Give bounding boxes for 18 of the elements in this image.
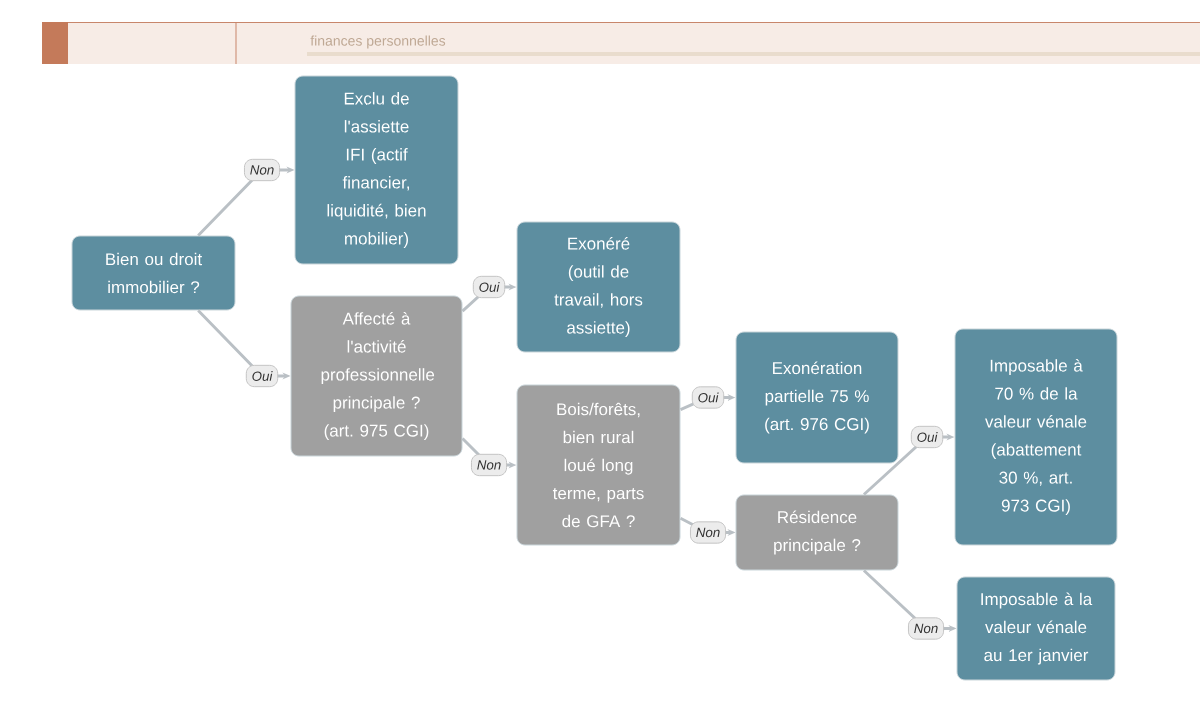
edge-label: Non	[243, 158, 281, 182]
question-box: Bien ou droit immobilier ?	[71, 235, 236, 311]
question-box: Bois/forêts, bien rural loué long terme, parts de GFA ?	[516, 384, 681, 546]
tagline: finances personnelles	[310, 35, 446, 49]
result-box: Imposable à 70 % de la valeur vénale (abattement 30 %, art. 973 CGI)	[954, 328, 1118, 546]
edge-label: Non	[470, 453, 508, 477]
edge-label: Oui	[910, 425, 944, 449]
question-box: Affecté à l'activité professionnelle principale ? (art. 975 CGI)	[290, 295, 463, 457]
edge-label: Oui	[691, 386, 725, 409]
edge-label: Non	[907, 617, 945, 640]
edge-label: Non	[689, 521, 727, 544]
result-box: Exonération partielle 75 % (art. 976 CGI)	[735, 331, 899, 464]
result-box: Exonéré (outil de travail, hors assiette)	[516, 221, 681, 353]
result-box: Exclu de l'assiette IFI (actif financier, liquidité, bien mobilier)	[294, 75, 459, 265]
question-box: Résidence principale ?	[735, 494, 899, 571]
edge-label: Oui	[472, 275, 506, 299]
result-box: Imposable à la valeur vénale au 1er janvier	[956, 576, 1116, 681]
edge-label: Oui	[245, 364, 279, 388]
